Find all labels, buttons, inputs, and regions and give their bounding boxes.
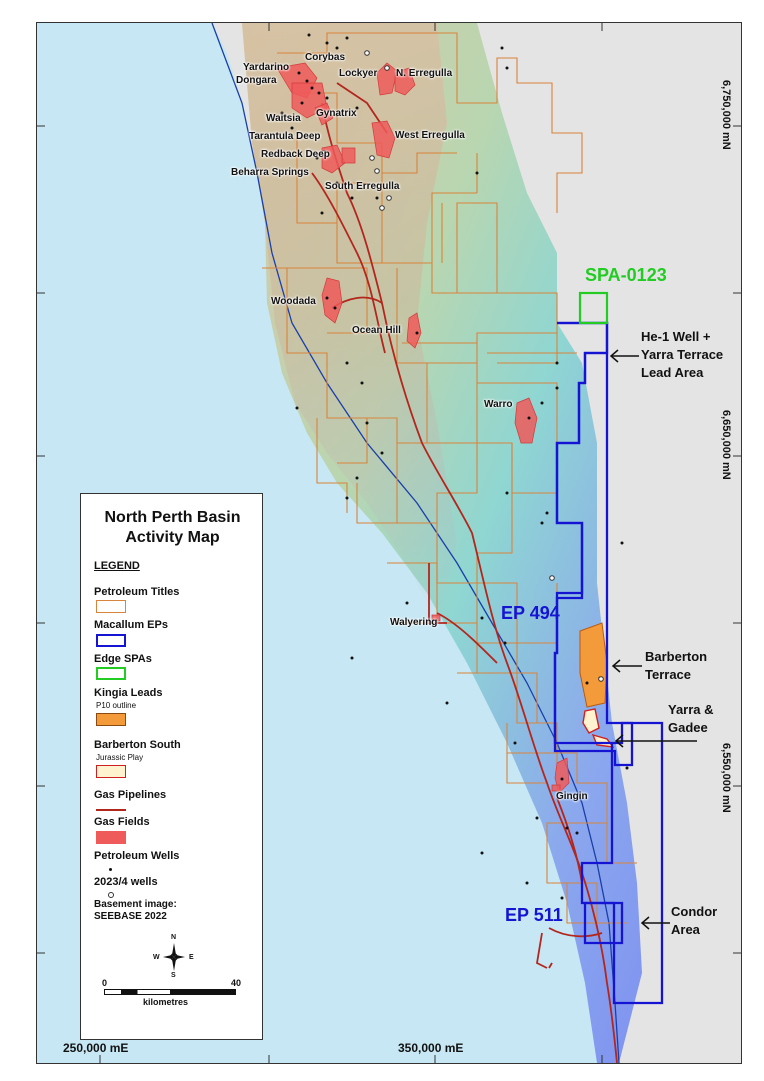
callout-barberton: Barberton Terrace (645, 648, 707, 684)
coord-northing-3: 6,550,000 mN (720, 743, 732, 813)
compass-n: N (171, 934, 177, 941)
label-dongara: Dongara (236, 75, 277, 86)
label-woodada: Woodada (271, 296, 316, 307)
scale-bar (104, 989, 236, 995)
legend-barberton-south-swatch (96, 765, 126, 778)
legend-macallum-eps-label: Macallum EPs (94, 619, 168, 631)
coord-northing-2: 6,650,000 mN (720, 410, 732, 480)
gas-pipelines (311, 82, 618, 1063)
label-waitsia: Waitsia (266, 113, 301, 124)
legend-kingia-leads-label: Kingia Leads (94, 687, 163, 699)
legend-macallum-eps-swatch (96, 634, 126, 647)
callout-he1: He-1 Well + Yarra Terrace Lead Area (641, 328, 723, 382)
legend-title-line1: North Perth Basin (104, 509, 241, 526)
spa-0123-outline (578, 291, 609, 325)
legend-barberton-south-sub: Jurassic Play (96, 753, 144, 762)
legend-edge-spas-swatch (96, 667, 126, 680)
label-south-erregulla: South Erregulla (325, 181, 400, 192)
ep494-outline (553, 321, 634, 767)
legend-gas-fields-swatch (96, 831, 126, 844)
callout-he1-line1: He-1 Well + (641, 329, 711, 344)
callout-condor: Condor Area (671, 903, 717, 939)
map-legend: North Perth Basin Activity Map LEGEND Pe… (80, 493, 263, 1040)
label-redback-deep: Redback Deep (261, 149, 330, 160)
legend-new-wells-symbol (108, 892, 114, 898)
legend-edge-spas-label: Edge SPAs (94, 653, 152, 665)
callout-barberton-line1: Barberton (645, 649, 708, 664)
label-spa-0123: SPA-0123 (585, 265, 667, 285)
compass-star-icon (163, 943, 185, 971)
legend-petroleum-wells-symbol (109, 868, 112, 871)
compass-e: E (189, 954, 194, 961)
legend-heading: LEGEND (94, 560, 140, 572)
ep511-outline (583, 901, 624, 945)
callout-he1-line3: Lead Area (641, 365, 704, 380)
legend-new-wells-label: 2023/4 wells (94, 876, 158, 888)
callout-yarra-line2: Gadee (668, 720, 708, 735)
label-tarantula-deep: Tarantula Deep (249, 131, 321, 142)
legend-basement-label: Basement image: (94, 899, 177, 910)
compass-w: W (153, 954, 160, 961)
legend-kingia-leads-sub: P10 outline (96, 701, 137, 710)
compass-rose (159, 939, 189, 975)
label-ep494: EP 494 (501, 603, 560, 623)
label-lockyer: Lockyer (339, 68, 378, 79)
legend-gas-pipelines-label: Gas Pipelines (94, 789, 167, 801)
callout-yarra: Yarra & Gadee (668, 701, 714, 737)
label-ep511: EP 511 (505, 905, 563, 925)
callout-he1-line2: Yarra Terrace (641, 347, 724, 362)
callout-condor-line1: Condor (671, 904, 718, 919)
legend-petroleum-titles-label: Petroleum Titles (94, 586, 180, 598)
label-gynatrix: Gynatrix (316, 108, 357, 119)
label-corybas: Corybas (305, 52, 346, 63)
petroleum-titles (262, 32, 637, 924)
coord-easting-2: 350,000 mE (398, 1041, 464, 1055)
callout-barberton-line2: Terrace (645, 667, 692, 682)
kingia-lead (579, 622, 608, 708)
legend-barberton-south-label: Barberton South (94, 739, 181, 751)
label-walyering: Walyering (390, 617, 438, 628)
label-west-erregulla: West Erregulla (395, 130, 465, 141)
legend-petroleum-wells-label: Petroleum Wells (94, 850, 180, 862)
legend-petroleum-titles-swatch (96, 600, 126, 613)
legend-gas-pipelines-swatch (96, 809, 126, 811)
scale-end: 40 (231, 978, 242, 988)
frame-ticks (37, 23, 741, 1063)
callout-condor-line2: Area (671, 922, 700, 937)
legend-kingia-leads-swatch (96, 713, 126, 726)
legend-title-line2: Activity Map (125, 529, 220, 546)
label-beharra-springs: Beharra Springs (231, 167, 309, 178)
new-wells-2023-4 (321, 50, 604, 682)
label-ocean-hill: Ocean Hill (352, 325, 401, 336)
scale-unit: kilometres (143, 997, 189, 1007)
coord-northing-1: 6,750,000 mN (720, 80, 732, 150)
basin-boundary (211, 23, 620, 1063)
label-gingin: Gingin (556, 791, 588, 802)
legend-gas-fields-label: Gas Fields (94, 816, 150, 828)
compass-s: S (171, 972, 176, 979)
coord-easting-1: 250,000 mE (63, 1041, 129, 1055)
callout-yarra-line1: Yarra & (668, 702, 714, 717)
petroleum-wells (280, 33, 629, 900)
callout-arrows (609, 349, 697, 930)
scale-start: 0 (102, 978, 108, 988)
label-warro: Warro (484, 399, 513, 410)
label-n-erregulla: N. Erregulla (396, 68, 453, 79)
legend-seebase-label: SEEBASE 2022 (94, 911, 167, 922)
barberton-south-play (582, 708, 600, 734)
label-yardarino: Yardarino (243, 62, 290, 73)
